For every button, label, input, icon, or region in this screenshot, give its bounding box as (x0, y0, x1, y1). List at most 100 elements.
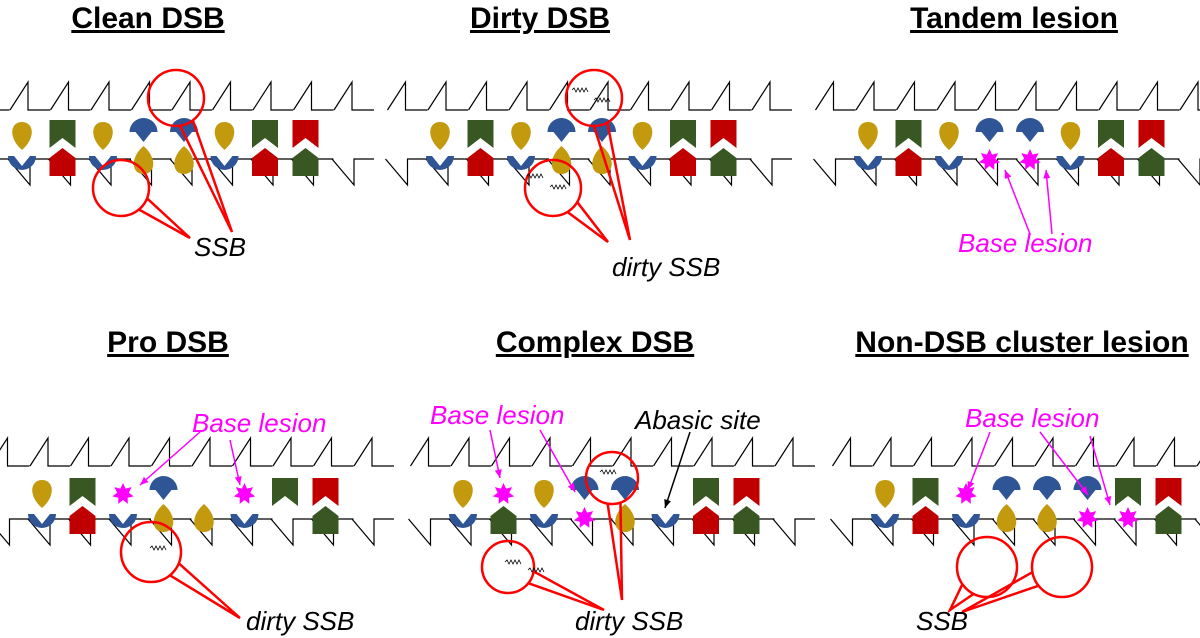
clean-top-callout-tail (178, 119, 234, 233)
panel-2-pos5-top-gold-base (632, 122, 653, 150)
panel-1-pos2-top-gold-base (93, 122, 113, 150)
panel-4-pos6-top-green-base (272, 478, 298, 506)
dirty-top-callout-tail (592, 122, 632, 241)
label-dirty-ssb-dirty: dirty SSB (612, 252, 721, 282)
cluster-1-arrow-line (967, 431, 991, 491)
panel-2-pos0-top-gold-base (430, 122, 450, 150)
label-ssb-clean: SSB (194, 232, 247, 262)
label-base-lesion-tandem: Base lesion (958, 228, 1093, 258)
panel-4-pos0-bottom-blue-base (28, 514, 56, 528)
panel-6-pos2-top-base-lesion-star (955, 483, 977, 504)
complex-bottom2-squiggle (527, 567, 545, 573)
panel-3-pos2-top-gold-base (939, 122, 959, 150)
panel-3-pos3-top-blue-base (975, 118, 1004, 142)
panel-3-pos4-bottom-base-lesion-star (1019, 149, 1041, 170)
label-base-lesion-cluster: Base lesion (965, 403, 1100, 433)
panel-6-pos6-top-green-base (1115, 478, 1141, 506)
panel-4-pos5-top-base-lesion-star (233, 483, 256, 504)
complex-top-callout-tail (606, 502, 624, 601)
cluster-left-callout-circle (955, 535, 1019, 599)
panel-4-pos3-top-blue-base (149, 476, 178, 500)
panel-4-pos2-top-base-lesion-star (112, 483, 134, 504)
title-dirty-dsb: Dirty DSB (469, 2, 611, 35)
label-base-lesion-pro: Base lesion (192, 408, 327, 438)
panel-5-pos1-top-base-lesion-star (492, 483, 515, 504)
panel-6-pos4-bottom-gold-base (1037, 504, 1057, 532)
panel-2-pos6-top-green-base (670, 120, 696, 148)
cluster-3-arrow-head (1104, 496, 1112, 505)
label-dirty-ssb-complex: dirty SSB (575, 606, 684, 636)
panel-3-pos1-bottom-red-base (895, 148, 922, 176)
title-clean-dsb: Clean DSB (71, 2, 225, 35)
label-ssb-cluster: SSB (916, 606, 969, 636)
panel-1-pos0-bottom-blue-base (8, 156, 36, 170)
pro-1-arrow-line (139, 431, 201, 486)
complex-top-callout-circle (584, 450, 640, 506)
panel-4-pos7-top-red-base (312, 478, 339, 506)
label-dirty-ssb-pro: dirty SSB (246, 606, 355, 636)
panel-1-pos4-bottom-gold-base (174, 146, 194, 174)
panel-5-pos1-bottom-green-base (490, 506, 517, 534)
cluster-1-arrow-head (967, 481, 975, 490)
panel-6-pos2-bottom-blue-base (952, 514, 980, 528)
title-complex-dsb: Complex DSB (495, 326, 695, 359)
panel-4-pos5-bottom-blue-base (230, 514, 259, 528)
panel-2 (385, 79, 792, 187)
panel-1-pos1-bottom-red-base (49, 148, 76, 176)
panel-2-pos1-bottom-red-base (467, 148, 494, 176)
panel-4-pos3-bottom-gold-base (153, 504, 174, 532)
panel-2-pos7-top-red-base (710, 120, 737, 148)
panel-3-pos1-top-green-base (895, 120, 922, 148)
panel-1-pos6-bottom-red-base (252, 148, 278, 176)
panel-5-pos3-top-blue-base (570, 476, 599, 500)
panel-3-pos7-bottom-green-base (1138, 148, 1165, 176)
panel-5-pos6-top-green-base (693, 478, 719, 506)
cluster-2-arrow-line (1039, 431, 1089, 496)
panel-5-pos6-bottom-red-base (693, 506, 719, 534)
clean-top-callout-circle (146, 68, 206, 128)
panel-6-pos3-top-blue-base (992, 476, 1021, 500)
title-tandem-lesion: Tandem lesion (910, 2, 1118, 35)
tandem-2-arrow-line (1045, 169, 1053, 235)
panel-2-pos7-bottom-green-base (710, 148, 737, 176)
panel-2-pos2-top-gold-base (511, 122, 531, 150)
panel-3-pos5-top-gold-base (1060, 122, 1081, 150)
complex-bottom-callout-tail (527, 570, 605, 612)
panel-5-pos7-bottom-green-base (733, 506, 760, 534)
panel-5-pos2-top-gold-base (534, 480, 554, 508)
complex-abasic-arrow-line (664, 431, 691, 509)
panel-6 (830, 435, 1200, 547)
cluster-right-callout-tail (961, 571, 1039, 614)
panel-1-pos2-bottom-blue-base (89, 156, 117, 170)
panel-1-pos7-top-red-base (292, 120, 319, 148)
panel-2-pos2-bottom-blue-base (507, 156, 535, 170)
panel-2-pos4-top-blue-base (588, 118, 616, 142)
panel-1-pos3-top-blue-base (129, 118, 158, 142)
panel-5-pos5-bottom-blue-base (651, 514, 680, 528)
dirty-bottom2-squiggle (549, 184, 567, 190)
tandem-2-arrow-head (1043, 170, 1051, 179)
panel-1-pos6-top-green-base (252, 120, 278, 148)
panel-3-pos4-top-blue-base (1016, 118, 1044, 142)
panel-3-pos6-top-green-base (1098, 120, 1124, 148)
dirty-top-callout-circle (564, 68, 624, 128)
panel-2-pos1-top-green-base (467, 120, 494, 148)
dirty-top-squiggle (571, 87, 589, 93)
panel-5-pos7-top-red-base (733, 478, 760, 506)
panel-4-pos4-bottom-gold-base (194, 504, 214, 532)
complex-2-arrow-line (539, 429, 576, 493)
panel-2-pos0-bottom-blue-base (426, 156, 454, 170)
panel-5 (408, 435, 815, 547)
tandem-1-arrow-head (1004, 170, 1012, 179)
panel-6-pos6-bottom-base-lesion-star (1117, 507, 1139, 528)
panel-5-pos0-top-gold-base (453, 480, 473, 508)
panel-3-pos2-bottom-blue-base (935, 156, 963, 170)
tandem-1-arrow-line (1004, 169, 1031, 235)
panel-4-pos1-top-green-base (69, 478, 96, 506)
panel-2-pos3-top-blue-base (547, 118, 576, 142)
label-base-lesion-complex: Base lesion (430, 400, 565, 430)
panel-5-pos0-bottom-blue-base (449, 514, 477, 528)
dirty-bottom-callout-tail (566, 201, 609, 244)
complex-bottom-callout-circle (480, 539, 536, 595)
